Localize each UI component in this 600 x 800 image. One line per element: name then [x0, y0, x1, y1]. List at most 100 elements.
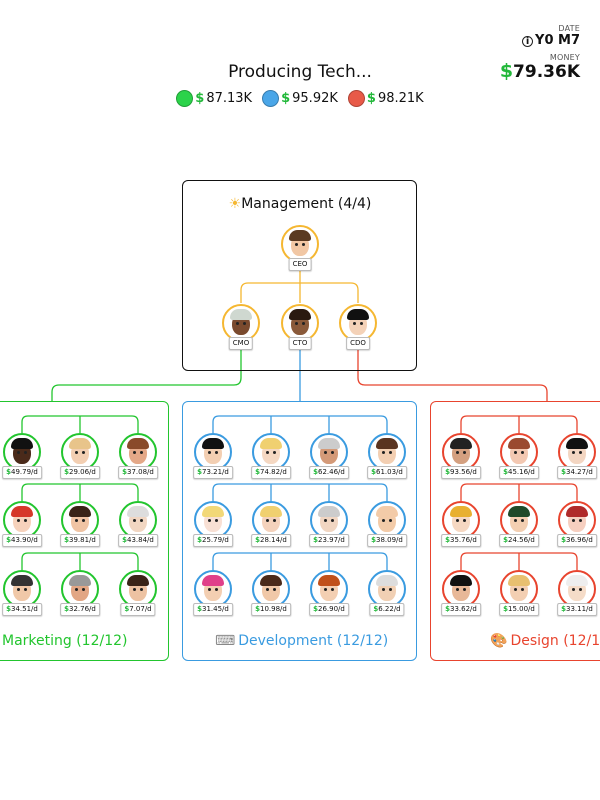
dollar-icon: $ — [124, 605, 130, 613]
employee-avatar[interactable] — [194, 570, 232, 608]
wage-value: 26.90/d — [318, 605, 345, 613]
wage-label: $39.81/d — [60, 534, 100, 547]
dollar-icon: $ — [6, 536, 12, 544]
employee-avatar[interactable] — [368, 433, 406, 471]
money-value: 79.36K — [513, 62, 580, 82]
eye — [456, 451, 459, 454]
eye — [331, 588, 334, 591]
hair — [127, 438, 149, 449]
hair — [376, 438, 398, 449]
hair — [347, 309, 369, 320]
info-icon[interactable]: i — [522, 36, 534, 47]
hair — [69, 506, 91, 517]
connector-line — [212, 552, 388, 570]
employee-avatar[interactable] — [442, 433, 480, 471]
hair — [508, 575, 530, 586]
dollar-icon: $ — [122, 536, 128, 544]
employee-avatar[interactable] — [3, 570, 41, 608]
employee-avatar[interactable] — [310, 501, 348, 539]
team-total-value: 87.13K — [206, 91, 253, 106]
employee-avatar[interactable] — [119, 433, 157, 471]
hair — [450, 575, 472, 586]
eye — [521, 451, 524, 454]
hair — [11, 506, 33, 517]
hair — [566, 575, 588, 586]
eye — [456, 588, 459, 591]
wage-value: 32.76/d — [69, 605, 96, 613]
design-title: 🎨Design (12/12) — [490, 633, 600, 649]
hair — [260, 575, 282, 586]
wage-value: 73.21/d — [202, 468, 229, 476]
employee-avatar[interactable] — [61, 501, 99, 539]
wage-value: 34.51/d — [11, 605, 38, 613]
keyboard-icon: ⌨ — [215, 633, 236, 649]
hair — [376, 506, 398, 517]
wage-value: 39.81/d — [69, 536, 96, 544]
role-label: CMO — [228, 337, 254, 350]
role-label: CEO — [288, 258, 312, 271]
wage-value: 25.79/d — [202, 536, 229, 544]
hair — [289, 230, 311, 241]
team-total: $87.13K — [176, 90, 252, 107]
hair — [289, 309, 311, 320]
dollar-icon: $ — [122, 468, 128, 476]
wage-label: $36.96/d — [557, 534, 597, 547]
employee-avatar[interactable] — [500, 433, 538, 471]
employee-avatar[interactable] — [3, 501, 41, 539]
employee-avatar[interactable] — [252, 570, 290, 608]
employee-avatar[interactable] — [222, 304, 260, 342]
eye — [353, 322, 356, 325]
employee-avatar[interactable] — [3, 433, 41, 471]
employee-avatar[interactable] — [119, 501, 157, 539]
wage-value: 62.46/d — [318, 468, 345, 476]
money-display: $79.36K — [500, 60, 580, 82]
wage-label: $26.90/d — [309, 603, 349, 616]
employee-avatar[interactable] — [194, 501, 232, 539]
eye — [521, 519, 524, 522]
eye — [140, 588, 143, 591]
wage-label: $33.11/d — [557, 603, 597, 616]
employee-avatar[interactable] — [368, 570, 406, 608]
eye — [302, 243, 305, 246]
employee-avatar[interactable] — [310, 433, 348, 471]
eye — [382, 451, 385, 454]
employee-avatar[interactable] — [119, 570, 157, 608]
hair — [202, 575, 224, 586]
eye — [389, 519, 392, 522]
wage-label: $49.79/d — [2, 466, 42, 479]
employee-avatar[interactable] — [252, 433, 290, 471]
dollar-icon: $ — [371, 468, 377, 476]
eye — [295, 322, 298, 325]
eye — [140, 451, 143, 454]
hair — [566, 438, 588, 449]
wage-value: 15.00/d — [508, 605, 535, 613]
employee-avatar[interactable] — [339, 304, 377, 342]
wage-label: $7.07/d — [120, 603, 156, 616]
wage-value: 33.62/d — [450, 605, 477, 613]
eye — [273, 588, 276, 591]
team-total-value: 95.92K — [292, 91, 338, 106]
employee-avatar[interactable] — [558, 570, 596, 608]
wage-value: 36.96/d — [566, 536, 593, 544]
management-title-text: Management (4/4) — [241, 196, 372, 212]
eye — [463, 588, 466, 591]
dollar-icon: $ — [281, 91, 291, 106]
wage-value: 23.97/d — [318, 536, 345, 544]
dollar-icon: $ — [371, 536, 377, 544]
eye — [243, 322, 246, 325]
hair — [11, 575, 33, 586]
employee-avatar[interactable] — [61, 433, 99, 471]
eye — [17, 451, 20, 454]
wage-value: 74.82/d — [260, 468, 287, 476]
dollar-icon: $ — [366, 91, 376, 106]
role-text: CMO — [232, 339, 250, 347]
wage-label: $34.27/d — [557, 466, 597, 479]
hair — [260, 506, 282, 517]
eye — [463, 451, 466, 454]
dollar-icon: $ — [64, 468, 70, 476]
wage-label: $37.08/d — [118, 466, 158, 479]
eye — [382, 519, 385, 522]
hair — [202, 506, 224, 517]
wage-label: $28.14/d — [251, 534, 291, 547]
